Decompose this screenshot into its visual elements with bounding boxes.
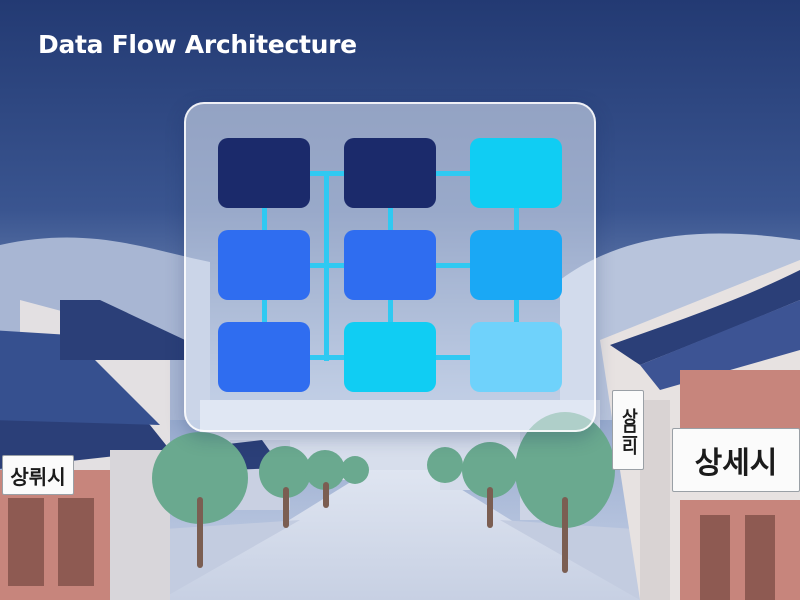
connector-v-c2-r1 — [387, 208, 393, 230]
node-r1c2 — [344, 138, 436, 208]
node-r3c1 — [218, 322, 310, 392]
connector-v-c1-r2 — [261, 300, 267, 322]
diagram-title: Data Flow Architecture — [38, 30, 357, 59]
connector-h-r1-c2 — [436, 170, 470, 176]
shop-sign-right: 상세시 — [672, 428, 800, 492]
connector-v-c3-r1 — [513, 208, 519, 230]
architecture-panel — [184, 102, 596, 432]
node-r3c3 — [470, 322, 562, 392]
node-r1c1 — [218, 138, 310, 208]
node-r2c3 — [470, 230, 562, 300]
node-r2c1 — [218, 230, 310, 300]
shop-sign-left: 상뤼시 — [2, 455, 74, 495]
node-r1c3 — [470, 138, 562, 208]
connector-v-c3-r2 — [513, 300, 519, 322]
connector-v-c1-r1 — [261, 208, 267, 230]
connector-v-c2-r2 — [387, 300, 393, 322]
connector-h-r3-c2 — [436, 354, 470, 360]
node-r2c2 — [344, 230, 436, 300]
connector-trunk — [324, 173, 329, 361]
node-r3c2 — [344, 322, 436, 392]
shop-sign-vertical: 상므리 — [612, 390, 644, 470]
connector-h-r2-c2 — [436, 262, 470, 268]
